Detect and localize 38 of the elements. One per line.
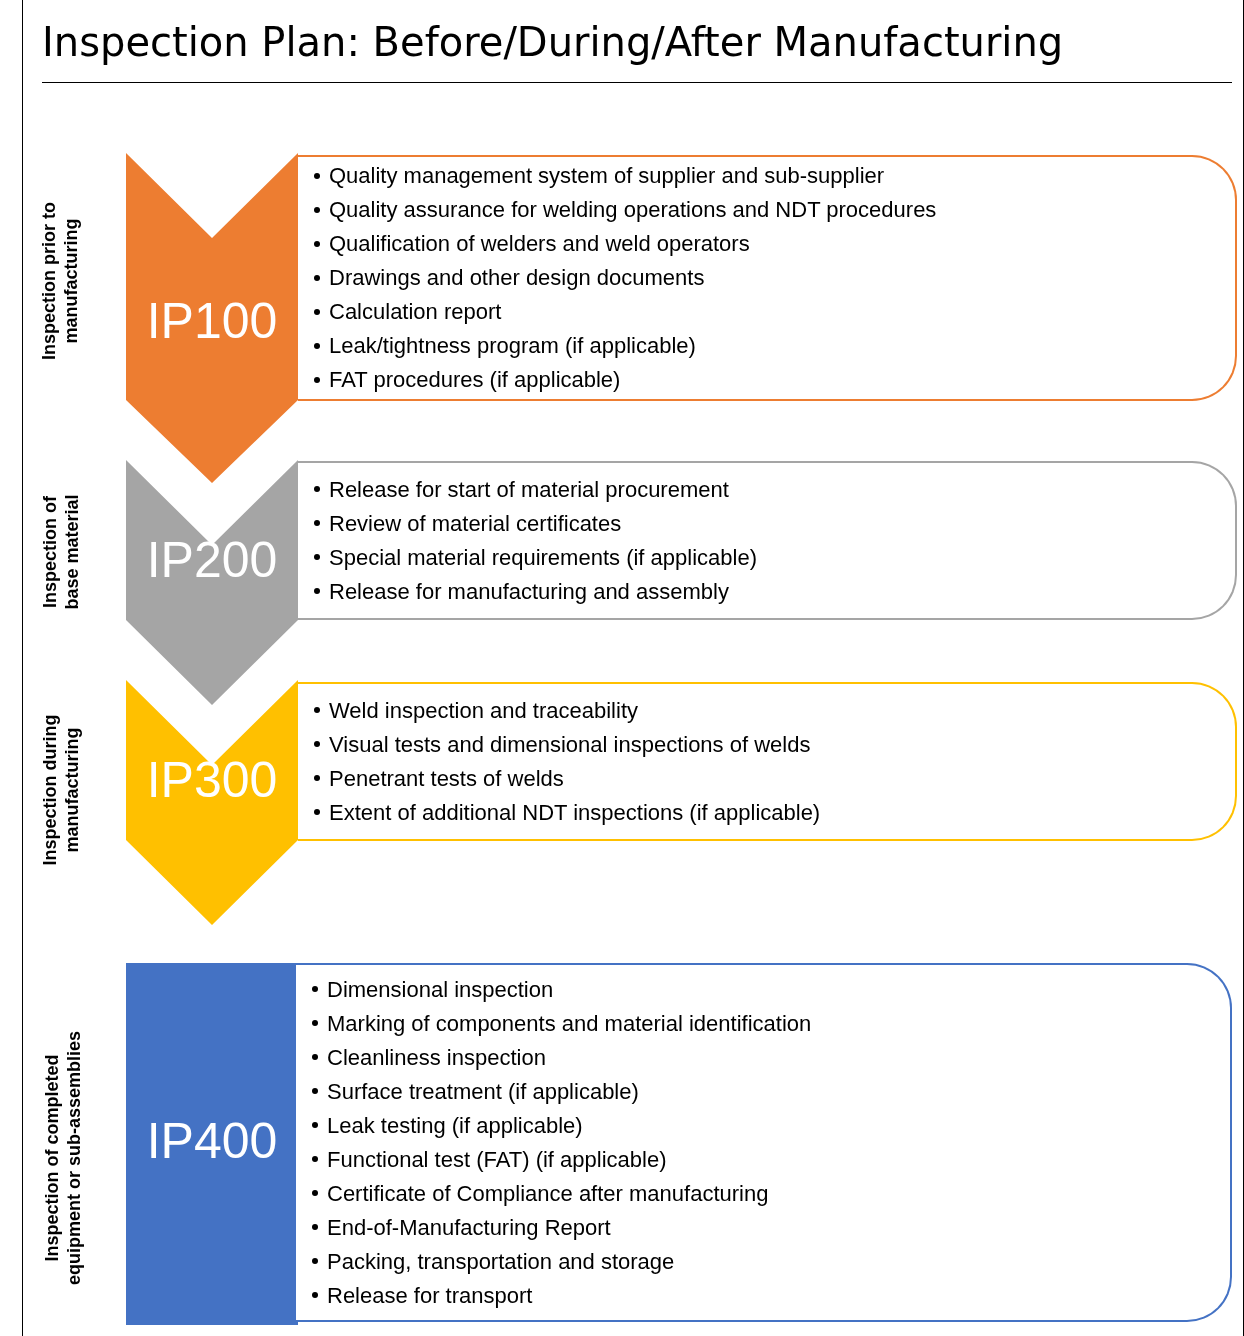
stage-code: IP400 bbox=[146, 1113, 278, 1169]
stage-code: IP300 bbox=[146, 752, 278, 808]
stage-code: IP200 bbox=[146, 532, 278, 588]
bullet-item: Release for manufacturing and assembly bbox=[314, 574, 1235, 609]
side-label: Inspection of completed equipment or sub-assemblies bbox=[40, 1029, 84, 1288]
bullet-item: Marking of components and material identification bbox=[312, 1006, 1230, 1041]
bullet-item: Quality assurance for welding operations and NDT procedures bbox=[314, 193, 1235, 227]
item-list-box bbox=[298, 461, 1237, 620]
side-label: Inspection of base material bbox=[38, 493, 82, 612]
bullet-item: Functional test (FAT) (if applicable) bbox=[312, 1142, 1230, 1177]
bullet-item: End-of-Manufacturing Report bbox=[312, 1210, 1230, 1245]
item-list-box bbox=[298, 682, 1237, 841]
bullet-item: Leak/tightness program (if applicable) bbox=[314, 329, 1235, 363]
bullet-item: Review of material certificates bbox=[314, 506, 1235, 541]
bullet-item: Release for transport bbox=[312, 1278, 1230, 1313]
bullet-item: Weld inspection and traceability bbox=[314, 693, 1235, 728]
bullet-item: Drawings and other design documents bbox=[314, 261, 1235, 295]
bullet-item: Qualification of welders and weld operators bbox=[314, 227, 1235, 261]
bullet-item: Visual tests and dimensional inspections of welds bbox=[314, 727, 1235, 762]
bullet-item: Extent of additional NDT inspections (if applicable) bbox=[314, 795, 1235, 830]
item-list-box bbox=[298, 155, 1237, 401]
bullet-item: Leak testing (if applicable) bbox=[312, 1108, 1230, 1143]
bullet-item: FAT procedures (if applicable) bbox=[314, 363, 1235, 397]
bullet-item: Surface treatment (if applicable) bbox=[312, 1074, 1230, 1109]
side-label: Inspection during manufacturing bbox=[38, 713, 82, 868]
bullet-item: Packing, transportation and storage bbox=[312, 1244, 1230, 1279]
bullet-item: Cleanliness inspection bbox=[312, 1040, 1230, 1075]
bullet-item: Special material requirements (if applicable) bbox=[314, 540, 1235, 575]
bullet-item: Penetrant tests of welds bbox=[314, 761, 1235, 796]
bullet-item: Release for start of material procurement bbox=[314, 472, 1235, 507]
bullet-item: Quality management system of supplier and sub-supplier bbox=[314, 159, 1235, 193]
title: Inspection Plan: Before/During/After Manufacturing bbox=[42, 18, 1064, 66]
stage-code: IP100 bbox=[146, 293, 278, 349]
bullet-item: Dimensional inspection bbox=[312, 972, 1230, 1007]
bullet-item: Certificate of Compliance after manufacturing bbox=[312, 1176, 1230, 1211]
item-list-box bbox=[296, 963, 1232, 1322]
side-label: Inspection prior to manufacturing bbox=[38, 201, 82, 362]
bullet-item: Calculation report bbox=[314, 295, 1235, 329]
